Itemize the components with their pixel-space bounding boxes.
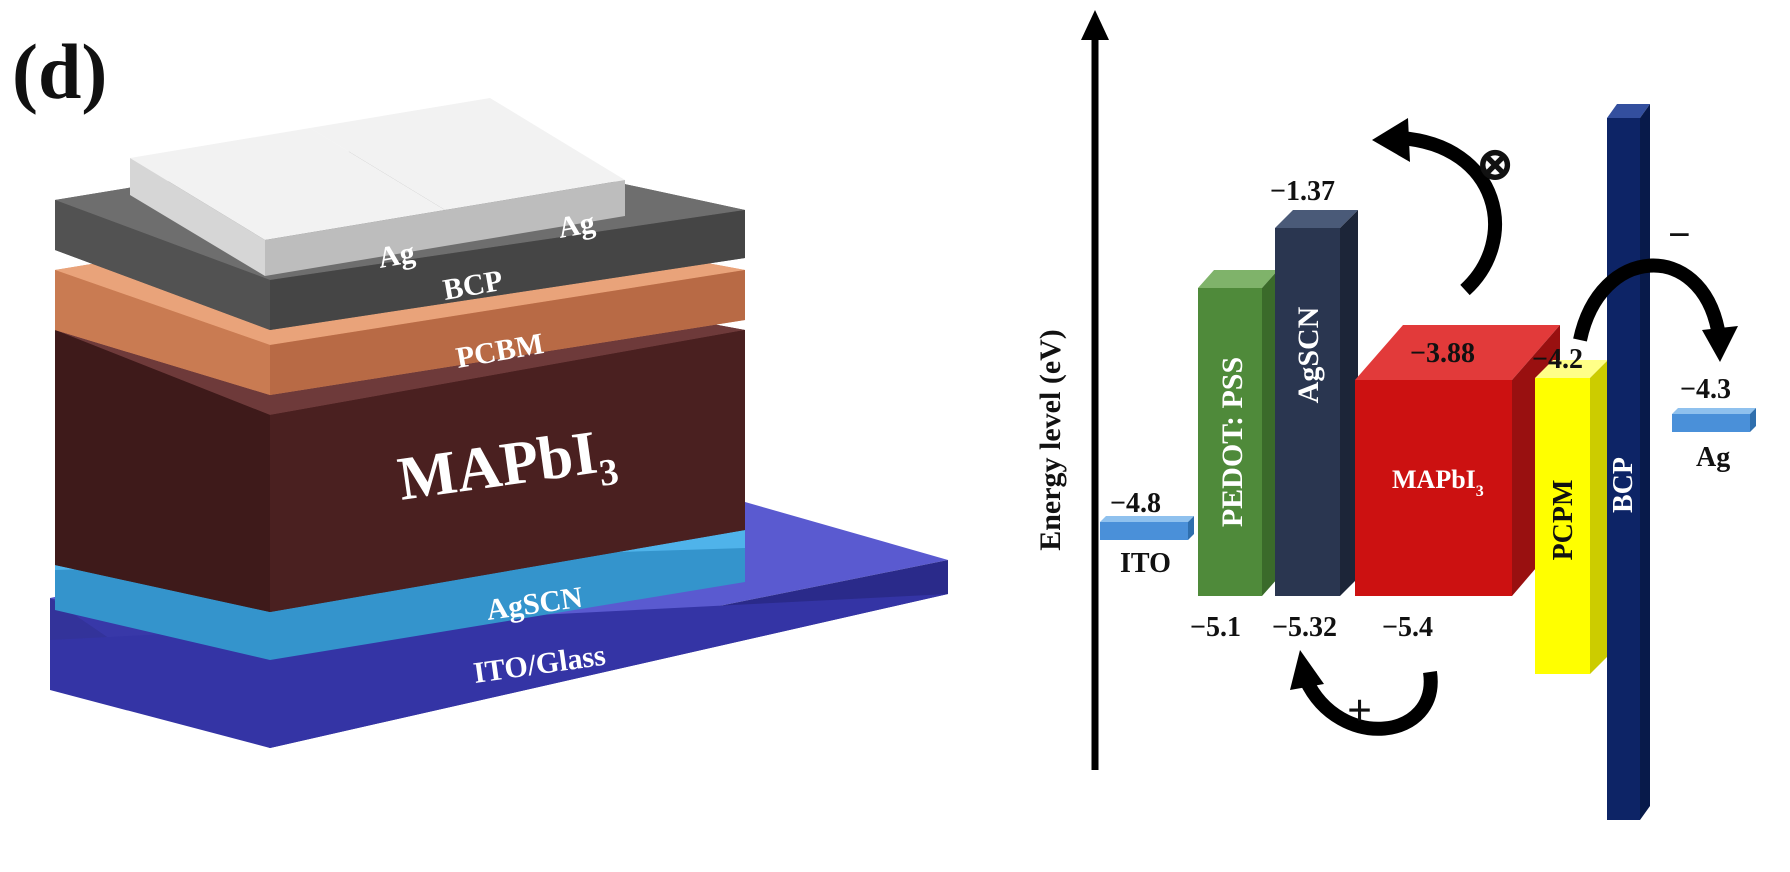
- blocked-electron-arrowhead: [1372, 118, 1410, 162]
- agscn-name: AgSCN: [1292, 306, 1325, 403]
- ag-electrode-right: [310, 98, 625, 246]
- pcpm-top: −4.2: [1532, 344, 1583, 375]
- pcpm-name: PCPM: [1548, 480, 1579, 561]
- ag-left-label: Ag: [375, 236, 417, 275]
- mapbi3-bar-name-sub: 3: [1476, 483, 1484, 500]
- mapbi3-bar-top: −3.88: [1410, 338, 1475, 369]
- pedot-pss-name: PEDOT: PSS: [1216, 357, 1249, 527]
- ag-value: −4.3: [1680, 374, 1731, 405]
- pedot-pss-bottom: −5.1: [1190, 612, 1241, 643]
- agscn-top: −1.37: [1270, 176, 1335, 207]
- electron-transfer-arrowhead: [1702, 326, 1738, 362]
- agscn-bar: [1275, 210, 1358, 596]
- hole-transfer-arrowhead: [1290, 650, 1324, 690]
- hole-transfer-arrow: [1299, 670, 1438, 736]
- pcpm-bar: [1535, 360, 1608, 674]
- blocked-symbol: ⊗: [1475, 138, 1515, 191]
- ito-value: −4.8: [1110, 488, 1161, 519]
- electron-symbol: −: [1668, 212, 1691, 257]
- ag-right-label: Ag: [555, 206, 597, 245]
- axis-label: Energy level (eV): [1034, 329, 1067, 551]
- energy-axis-arrowhead: [1081, 10, 1109, 40]
- ito-name: ITO: [1120, 548, 1171, 579]
- panel-label: (d): [12, 28, 107, 115]
- ag-electrode-bar: [1672, 408, 1756, 432]
- bcp-bar: [1607, 104, 1650, 820]
- electron-transfer-arrow: [1573, 258, 1725, 342]
- mapbi3-bar-name: MAPbI3: [1392, 465, 1484, 500]
- pedot-pss-bar: [1198, 270, 1278, 596]
- hole-symbol: +: [1347, 686, 1372, 735]
- ito-electrode-bar: [1100, 516, 1194, 540]
- mapbi3-bar-name-main: MAPbI: [1392, 465, 1476, 494]
- agscn-bottom: −5.32: [1272, 612, 1337, 643]
- ag-name: Ag: [1696, 442, 1730, 473]
- blocked-electron-arrow: [1399, 131, 1502, 296]
- ag-electrode-left: [130, 128, 445, 276]
- bcp-bar-name: BCP: [1608, 457, 1639, 513]
- mapbi3-bar-bottom: −5.4: [1382, 612, 1433, 643]
